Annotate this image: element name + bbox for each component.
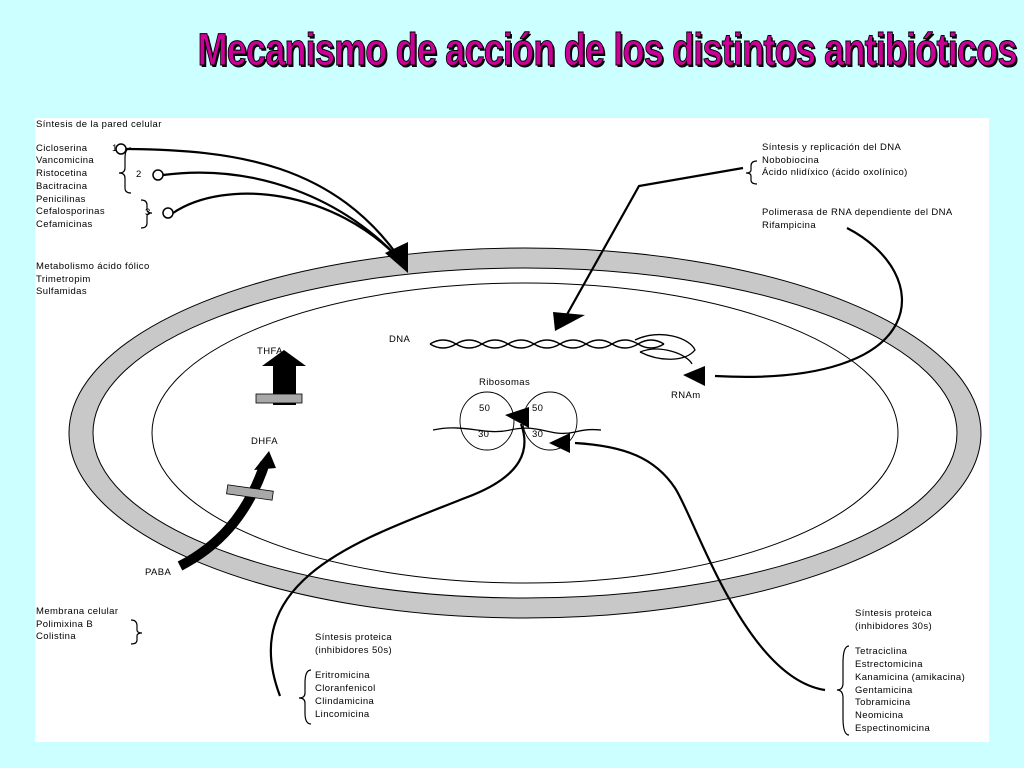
protein-30s-heading: Síntesis proteica bbox=[855, 608, 933, 619]
protein-30s-block: Síntesis proteica (inhibidores 30s) Tetr… bbox=[855, 608, 965, 735]
dna-synthesis-heading: Síntesis y replicación del DNA bbox=[762, 142, 902, 153]
drug-eritromicina: Eritromicina bbox=[315, 670, 370, 682]
label-dna: DNA bbox=[389, 334, 411, 345]
dna-helix bbox=[429, 339, 665, 349]
folate-block: Metabolismo ácido fólico Trimetropim Sul… bbox=[36, 261, 150, 299]
protein-30s-subheading: (inhibidores 30s) bbox=[855, 620, 933, 632]
rifampicin-arrowhead bbox=[683, 366, 705, 386]
protein-50s-block: Síntesis proteica (inhibidores 50s) Erit… bbox=[315, 632, 392, 721]
rifampicin-line bbox=[714, 227, 904, 378]
protein-50s-subheading: (inhibidores 50s) bbox=[315, 644, 393, 656]
braces bbox=[118, 147, 850, 736]
drug-gentamicina: Gentamicina bbox=[855, 684, 913, 696]
cell-wall-arrowhead bbox=[385, 242, 408, 273]
inhibitors-50s-arrowhead bbox=[505, 407, 529, 428]
label-30-right: 30 bbox=[532, 429, 544, 440]
drug-nobobiocina: Nobobiocina bbox=[762, 154, 820, 166]
label-ribosomas: Ribosomas bbox=[479, 377, 531, 388]
drug-acido-nalidixico: Ácido nlidíxico (ácido oxolínico) bbox=[762, 167, 908, 179]
drug-kanamicina: Kanamicina (amikacina) bbox=[855, 671, 966, 683]
drug-colistina: Colistina bbox=[36, 631, 77, 643]
cell-wall-block: Síntesis de la pared celular Cicloserina… bbox=[36, 119, 162, 232]
dna-synthesis-arrowhead bbox=[553, 312, 585, 331]
drug-sulfamidas: Sulfamidas bbox=[36, 286, 87, 298]
drug-cloranfenicol: Cloranfenicol bbox=[315, 683, 376, 695]
drug-espectinomicina: Espectinomicina bbox=[855, 722, 931, 734]
dna-synthesis-line bbox=[564, 166, 744, 319]
dna-synthesis-block: Síntesis y replicación del DNA Nobobioci… bbox=[762, 142, 908, 180]
ribosome-left bbox=[459, 391, 515, 451]
diagram-panel: Síntesis de la pared celular Cicloserina… bbox=[35, 118, 989, 742]
drug-cefamicinas: Cefamicinas bbox=[36, 218, 93, 230]
label-paba: PABA bbox=[145, 567, 172, 578]
label-thfa: THFA bbox=[257, 346, 283, 357]
drug-polimixina-b: Polimixina B bbox=[36, 618, 94, 630]
page-title: Mecanismo de acción de los distintos ant… bbox=[197, 24, 1018, 76]
rnam-strand bbox=[634, 333, 696, 365]
marker-2: 2 bbox=[136, 169, 142, 180]
rna-polymerase-heading: Polimerasa de RNA dependiente del DNA bbox=[762, 207, 953, 218]
label-dhfa: DHFA bbox=[251, 436, 278, 447]
cell-wall-arrows bbox=[125, 147, 404, 264]
label-50-left: 50 bbox=[479, 403, 491, 414]
dhfa-block-bar bbox=[226, 484, 274, 501]
label-rnam: RNAm bbox=[671, 390, 701, 401]
marker-circle-3 bbox=[162, 207, 174, 219]
inhibitors-30s-arrowhead bbox=[549, 433, 570, 453]
membrane-heading: Membrana celular bbox=[36, 606, 119, 617]
membrane-block: Membrana celular Polimixina B Colistina bbox=[36, 606, 118, 644]
drug-bacitracina: Bacitracina bbox=[36, 180, 88, 192]
drug-tetraciclina: Tetraciclina bbox=[855, 646, 908, 658]
drug-neomicina: Neomicina bbox=[855, 709, 904, 721]
antibiotic-mechanism-diagram bbox=[68, 143, 982, 736]
label-30-left: 30 bbox=[478, 429, 490, 440]
drug-lincomicina: Lincomicina bbox=[315, 708, 370, 720]
label-50-right: 50 bbox=[532, 403, 544, 414]
marker-3: 3 bbox=[145, 207, 151, 218]
marker-1: 1 bbox=[112, 143, 118, 154]
drug-clindamicina: Clindamicina bbox=[315, 695, 375, 707]
thfa-block-bar bbox=[255, 393, 303, 404]
mrna-through-ribosomes bbox=[432, 427, 602, 435]
drug-trimetropim: Trimetropim bbox=[36, 273, 91, 285]
inhibitors-30s-line bbox=[574, 441, 826, 692]
drug-ristocetina: Ristocetina bbox=[36, 168, 88, 180]
drug-tobramicina: Tobramicina bbox=[855, 697, 911, 709]
drug-rifampicina: Rifampicina bbox=[762, 219, 817, 231]
cell-wall-heading: Síntesis de la pared celular bbox=[36, 119, 162, 130]
cytoplasm-inner-line bbox=[151, 282, 899, 584]
drug-cicloserina: Cicloserina bbox=[36, 142, 88, 154]
drug-vancomicina: Vancomicina bbox=[36, 155, 95, 167]
paba-arrow bbox=[177, 461, 270, 571]
folate-heading: Metabolismo ácido fólico bbox=[36, 261, 150, 272]
rna-polymerase-block: Polimerasa de RNA dependiente del DNA Ri… bbox=[762, 207, 953, 232]
inhibitors-50s-line bbox=[269, 423, 526, 697]
protein-50s-heading: Síntesis proteica bbox=[315, 632, 393, 643]
paba-arrowhead bbox=[254, 451, 276, 470]
drug-estrectomicina: Estrectomicina bbox=[855, 659, 923, 671]
drug-cefalosporinas: Cefalosporinas bbox=[36, 206, 105, 218]
drug-penicilinas: Penicilinas bbox=[36, 193, 86, 205]
